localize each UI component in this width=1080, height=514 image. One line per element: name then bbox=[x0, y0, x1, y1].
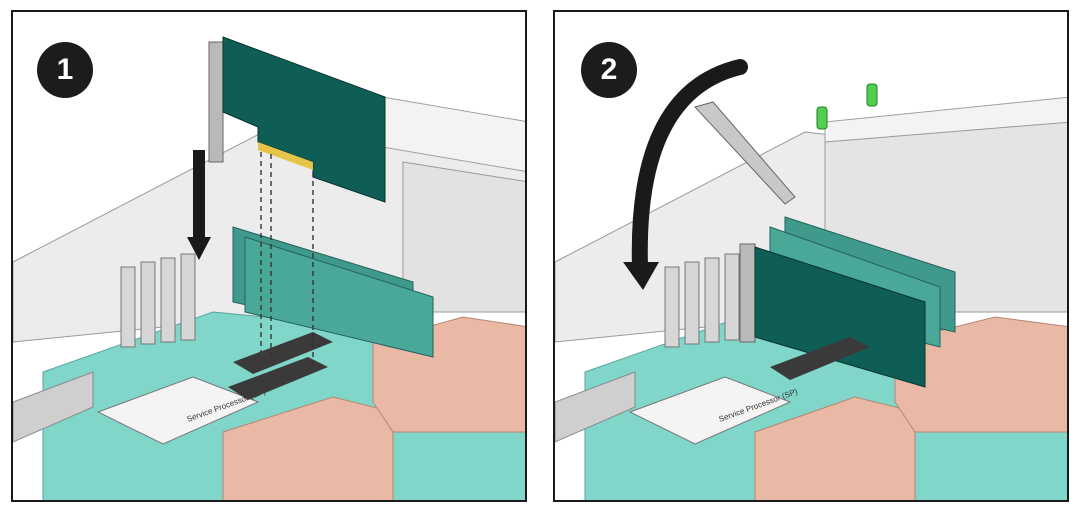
retention-latch bbox=[694, 101, 796, 205]
front-rail bbox=[13, 371, 94, 443]
step-2-illustration: Service Processor (SP) bbox=[555, 59, 1067, 500]
slot-brackets bbox=[120, 253, 196, 348]
card-bracket bbox=[739, 243, 756, 343]
installed-card-2 bbox=[244, 236, 434, 358]
green-latch-right bbox=[866, 83, 878, 107]
seated-pcie-card bbox=[754, 246, 926, 388]
step-1-illustration: Service Processor (SP) bbox=[13, 36, 525, 500]
heatsink-front bbox=[754, 396, 916, 500]
pcie-slot-1 bbox=[233, 332, 333, 374]
green-latch-left bbox=[816, 106, 828, 130]
gold-contacts bbox=[258, 142, 313, 170]
rotate-arrow-head bbox=[623, 262, 659, 290]
heatsink-front bbox=[222, 396, 394, 500]
step-2-panel: Service Processor (SP) 2 bbox=[553, 10, 1069, 502]
step-1-panel: Service Processor (SP) 1 bbox=[11, 10, 527, 502]
rotate-arrow bbox=[631, 59, 748, 275]
step-number-badge: 2 bbox=[581, 42, 637, 98]
service-processor-chip bbox=[628, 376, 792, 445]
alignment-guides bbox=[260, 152, 314, 367]
card-bracket bbox=[208, 41, 224, 163]
front-rail bbox=[555, 371, 636, 443]
slot-brackets bbox=[664, 253, 740, 348]
pcie-slot-2 bbox=[228, 357, 328, 400]
service-processor-chip bbox=[96, 376, 260, 445]
pcie-slot bbox=[770, 337, 870, 380]
insert-arrow bbox=[187, 150, 211, 260]
fan-housing bbox=[402, 161, 525, 313]
step-number-badge: 1 bbox=[37, 42, 93, 98]
